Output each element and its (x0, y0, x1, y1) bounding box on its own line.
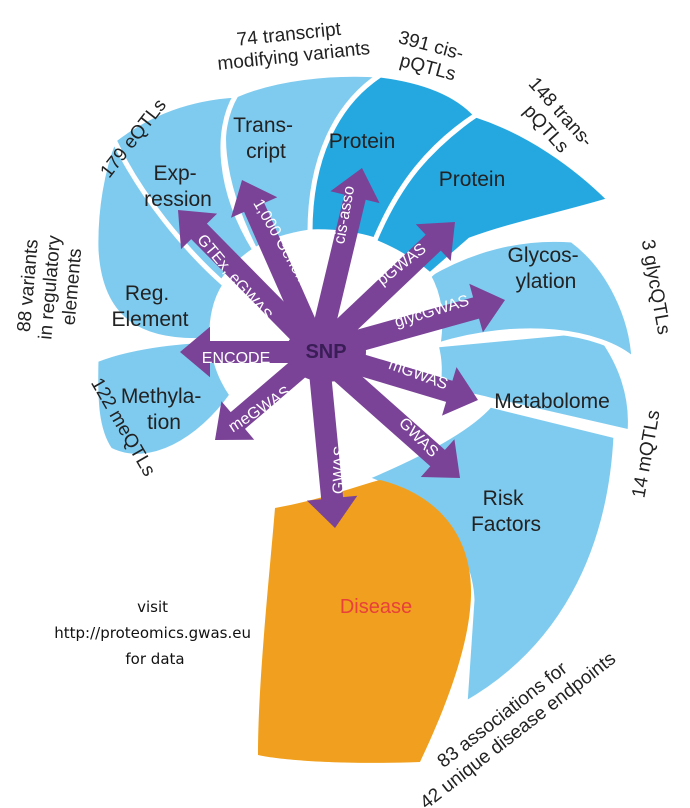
disease-label: Disease (340, 596, 412, 618)
disease-segment (258, 480, 472, 763)
segment-labels: Methyla- tion Reg. Element Exp- ression … (111, 114, 609, 536)
risk-factors-label: Risk Factors (471, 487, 541, 536)
arrow-gwas-disease (306, 350, 358, 528)
count-reg-element: 88 variants in regulatory elements (13, 227, 87, 342)
arrow-gtex (178, 210, 326, 360)
transcript-label: Trans- cript (233, 114, 299, 163)
expression-label: Exp- ression (144, 162, 212, 211)
segment-glycosylation (424, 236, 637, 366)
arrow-label-encode: ENCODE (202, 350, 270, 367)
metabolome-label: Metabolome (494, 390, 610, 413)
count-transcript: 74 transcript modifying variants (214, 16, 371, 75)
glycosylation-label: Glycos- ylation (507, 244, 584, 293)
count-glycosylation: 3 glycQTLs (637, 238, 674, 336)
arrow-gwas-risk (310, 343, 460, 478)
count-metabolome: 14 mQTLs (629, 409, 665, 500)
arrow-1000genomes (231, 180, 329, 357)
visit-line-3: for data (125, 650, 184, 668)
arrow-label-gwas-disease: GWAS (330, 446, 349, 495)
arrow-encode (180, 326, 318, 378)
visit-line-2: http://proteomics.gwas.eu (54, 624, 251, 642)
arrow-pgwas (310, 222, 455, 360)
reg-element-label: Reg. Element (111, 282, 188, 331)
arrow-cis-asso (307, 168, 380, 355)
protein-trans-label: Protein (439, 168, 506, 191)
visit-note: visit http://proteomics.gwas.eu for data (54, 598, 255, 668)
protein-cis-label: Protein (329, 130, 396, 153)
snp-label: SNP (305, 341, 346, 363)
segment-reg-element (93, 133, 229, 344)
methylation-label: Methyla- tion (121, 385, 207, 434)
snp-hub (286, 322, 366, 382)
visit-line-1: visit (137, 598, 168, 616)
